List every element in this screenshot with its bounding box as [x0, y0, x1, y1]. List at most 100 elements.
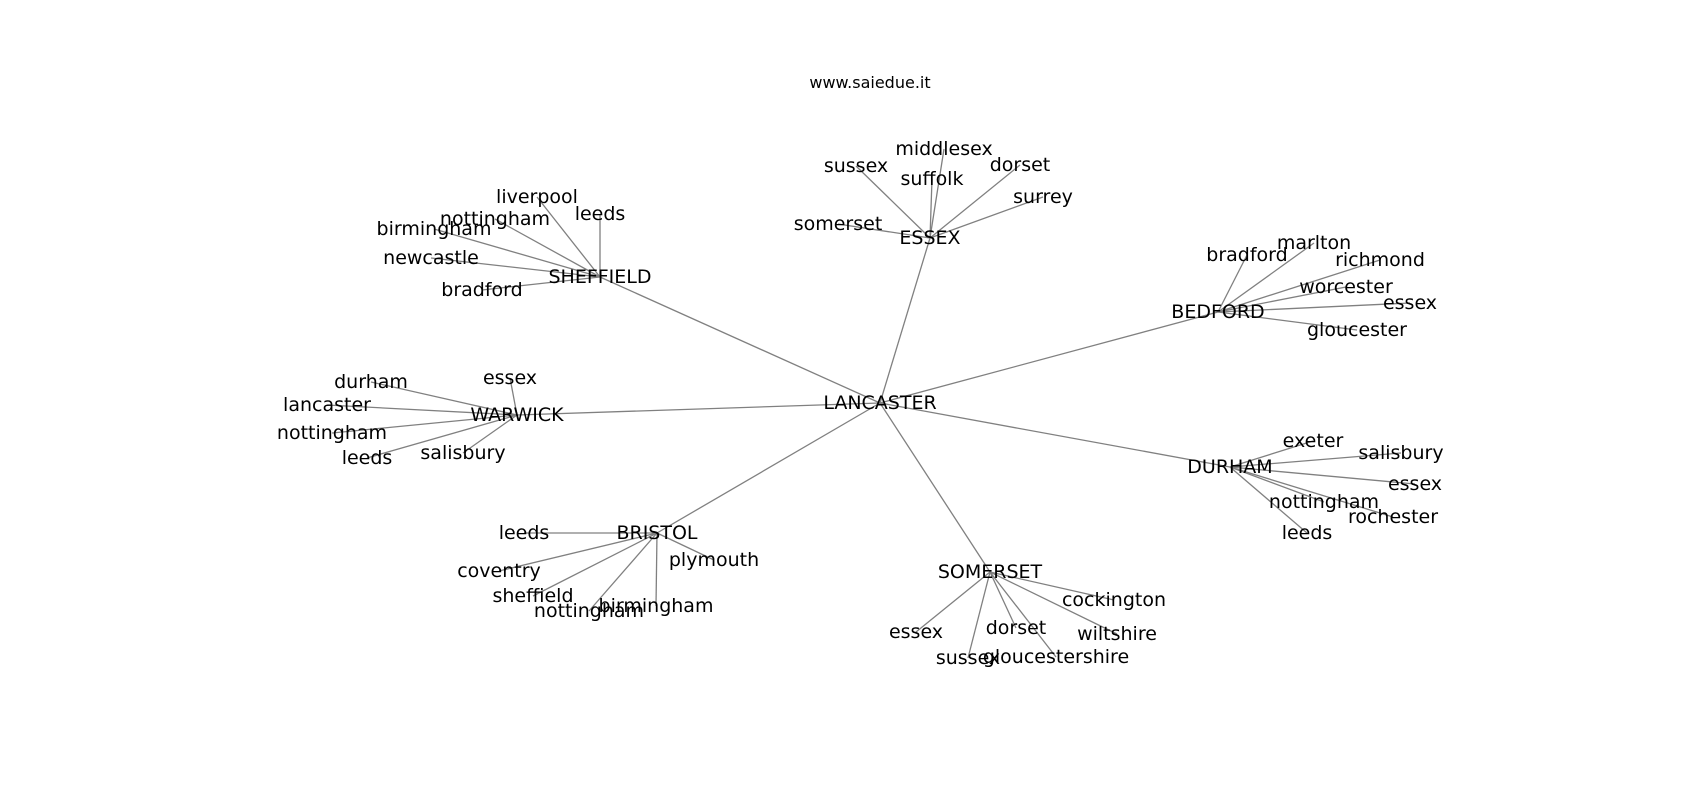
hub-node-label: BEDFORD: [1171, 301, 1264, 323]
leaf-node-label: birmingham: [599, 595, 714, 617]
edge-bedford_hub-leaf-1: [1217, 242, 1315, 313]
leaf-node-label: dorset: [986, 617, 1047, 639]
edge-warwick_hub-leaf-2: [326, 404, 518, 416]
edge-durham_hub-leaf-3: [1229, 466, 1325, 503]
edge-root-durham_hub: [879, 402, 1231, 468]
edge-root-essex_hub: [879, 237, 931, 404]
leaf-node-label: sussex: [936, 647, 1000, 669]
leaf-node-label: nottingham: [534, 600, 644, 622]
leaf-node-label: worcester: [1299, 276, 1393, 298]
edge-somerset_hub-leaf-0: [989, 571, 1115, 601]
leaf-node-label: essex: [889, 621, 943, 643]
leaf-node-label: lancaster: [283, 394, 371, 416]
hub-node-label: SHEFFIELD: [548, 266, 651, 288]
credit-text: www.saiedue.it: [809, 73, 930, 92]
edge-durham_hub-leaf-0: [1229, 440, 1314, 468]
edge-bristol_hub-leaf-5: [655, 532, 658, 607]
edge-somerset_hub-leaf-1: [915, 571, 991, 633]
edge-essex_hub-leaf-4: [929, 196, 1044, 239]
edge-sheffield_hub-leaf-0: [536, 196, 601, 278]
leaf-node-label: sheffield: [492, 585, 573, 607]
leaf-node-label: cockington: [1062, 589, 1166, 611]
hub-node-label: WARWICK: [470, 404, 564, 426]
leaf-node-label: bradford: [441, 279, 522, 301]
leaf-node-label: bradford: [1206, 244, 1287, 266]
leaf-node-label: wiltshire: [1077, 623, 1157, 645]
leaf-node-label: birmingham: [377, 218, 492, 240]
leaf-node-label: coventry: [457, 560, 541, 582]
leaf-node-label: richmond: [1335, 249, 1425, 271]
leaf-node-label: nottingham: [440, 208, 550, 230]
leaf-node-label: leeds: [499, 522, 550, 544]
edge-root-warwick_hub: [516, 402, 881, 416]
hub-node-label: SOMERSET: [938, 561, 1043, 583]
leaf-node-label: salisbury: [1358, 442, 1443, 464]
edges: [326, 148, 1416, 659]
edge-sheffield_hub-leaf-5: [481, 276, 601, 291]
edge-bristol_hub-leaf-4: [588, 532, 658, 612]
leaf-node-label: essex: [1383, 292, 1437, 314]
edge-warwick_hub-leaf-1: [509, 377, 518, 416]
leaf-node-label: liverpool: [496, 186, 578, 208]
edge-somerset_hub-leaf-5: [989, 571, 1057, 658]
edge-bristol_hub-leaf-2: [498, 532, 658, 572]
edge-sheffield_hub-leaf-2: [494, 218, 601, 278]
edge-root-bristol_hub: [656, 402, 881, 534]
leaf-node-label: essex: [483, 367, 537, 389]
leaf-node-label: plymouth: [669, 549, 759, 571]
leaf-node-label: middlesex: [895, 138, 992, 160]
hub-node-label: DURHAM: [1187, 456, 1272, 478]
leaf-node-label: surrey: [1013, 186, 1073, 208]
edge-durham_hub-leaf-1: [1229, 452, 1402, 468]
node-labels: LANCASTER ESSEX sussex middlesex suffolk dors…: [277, 138, 1444, 669]
edge-warwick_hub-leaf-5: [462, 414, 518, 454]
edge-root-bedford_hub: [879, 311, 1219, 404]
leaf-node-label: nottingham: [1269, 491, 1379, 513]
edge-bedford_hub-leaf-2: [1217, 259, 1381, 313]
leaf-node-label: somerset: [794, 213, 883, 235]
hub-node-label: BRISTOL: [616, 522, 697, 544]
edge-bedford_hub-leaf-5: [1217, 311, 1358, 331]
edge-somerset_hub-leaf-2: [989, 571, 1017, 629]
edge-durham_hub-leaf-2: [1229, 466, 1416, 485]
edge-essex_hub-leaf-5: [837, 223, 931, 239]
leaf-node-label: durham: [334, 371, 408, 393]
leaf-node-label: nottingham: [277, 422, 387, 444]
edge-somerset_hub-leaf-3: [989, 571, 1118, 635]
leaf-node-label: exeter: [1283, 430, 1344, 452]
leaf-node-label: dorset: [990, 154, 1051, 176]
edge-bedford_hub-leaf-3: [1217, 286, 1347, 313]
leaf-node-label: gloucester: [1307, 319, 1407, 341]
edge-warwick_hub-leaf-4: [366, 414, 518, 459]
edge-root-sheffield_hub: [599, 276, 881, 404]
root-node-label: LANCASTER: [823, 392, 936, 414]
leaf-node-label: sussex: [824, 155, 888, 177]
edge-durham_hub-leaf-5: [1229, 466, 1308, 534]
edge-durham_hub-leaf-4: [1229, 466, 1394, 518]
edge-bedford_hub-leaf-4: [1217, 302, 1411, 313]
leaf-node-label: newcastle: [383, 247, 479, 269]
edge-warwick_hub-leaf-0: [370, 381, 518, 416]
edge-root-somerset_hub: [879, 402, 991, 573]
leaf-node-label: marlton: [1277, 232, 1351, 254]
edge-sheffield_hub-leaf-3: [433, 228, 601, 278]
edge-bedford_hub-leaf-0: [1217, 254, 1248, 313]
edge-sheffield_hub-leaf-4: [430, 257, 601, 278]
leaf-node-label: gloucestershire: [983, 646, 1129, 668]
leaf-node-label: leeds: [575, 203, 626, 225]
edge-essex_hub-leaf-2: [929, 178, 933, 239]
edge-essex_hub-leaf-1: [929, 148, 945, 239]
leaf-node-label: salisbury: [420, 442, 505, 464]
leaf-node-label: rochester: [1348, 506, 1438, 528]
leaf-node-label: leeds: [342, 447, 393, 469]
edge-somerset_hub-leaf-4: [967, 571, 991, 659]
leaf-node-label: essex: [1388, 473, 1442, 495]
edge-warwick_hub-leaf-3: [331, 414, 518, 434]
leaf-node-label: suffolk: [901, 168, 964, 190]
edge-essex_hub-leaf-3: [929, 164, 1021, 239]
hub-node-label: ESSEX: [899, 227, 960, 249]
edge-bristol_hub-leaf-1: [656, 532, 715, 561]
edge-essex_hub-leaf-0: [855, 165, 931, 239]
edge-bristol_hub-leaf-3: [532, 532, 658, 597]
